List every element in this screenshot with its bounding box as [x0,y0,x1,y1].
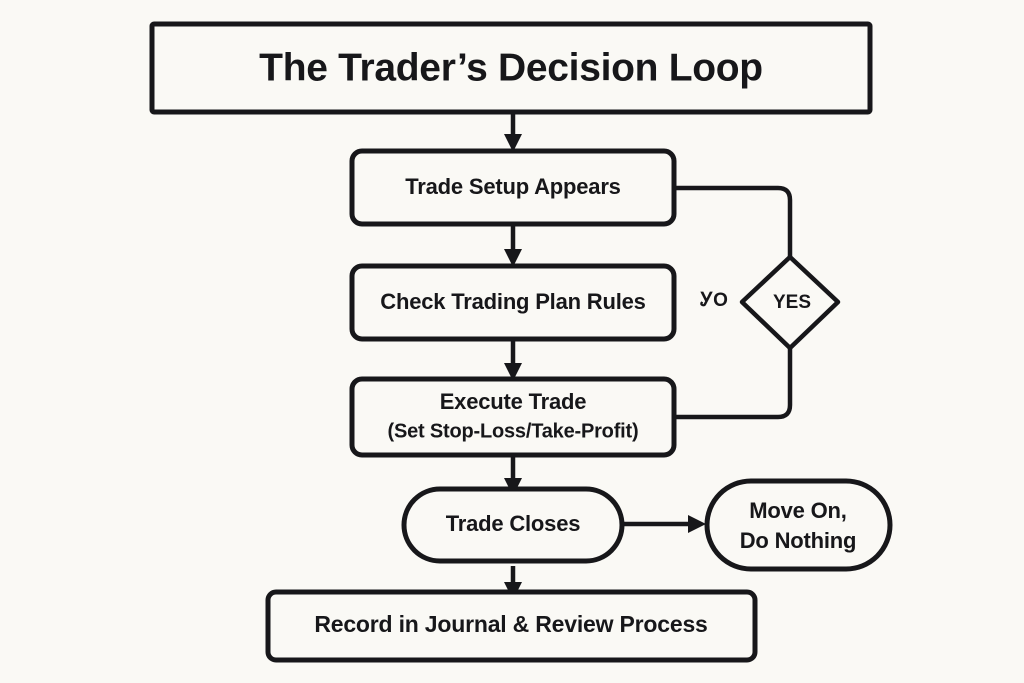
node-record-journal[interactable]: Record in Journal & Review Process [265,589,758,663]
node-decision-yes[interactable]: YES [739,254,841,351]
page-title: The Trader’s Decision Loop [259,46,763,89]
connector-layer [504,112,793,600]
edge-label-no: ᎩO [700,290,728,311]
node-trade-closes-label: Trade Closes [446,511,581,536]
title-box-shape [149,21,873,115]
arrowhead-closes-to-moveon [688,515,706,533]
arrowhead-check-to-execute [504,363,522,381]
arrowhead-setup-to-check [504,249,522,267]
node-check-rules-label: Check Trading Plan Rules [380,289,645,314]
node-trade-closes-shape[interactable] [401,486,625,564]
connector-decision-to-execute [674,348,793,420]
node-decision-yes-shape[interactable] [739,254,841,351]
node-execute-trade-sublabel: (Set Stop-Loss/Take-Profit) [388,420,639,442]
title-box: The Trader’s Decision Loop [149,21,873,115]
node-record-journal-shape[interactable] [265,589,758,663]
connector-setup-to-decision [674,185,793,257]
node-trade-setup-shape[interactable] [349,148,677,227]
node-trade-setup-label: Trade Setup Appears [405,174,620,199]
node-execute-trade[interactable]: Execute Trade (Set Stop-Loss/Take-Profit… [349,376,677,458]
edge-label-no-text: ᎩO [700,290,728,311]
node-execute-trade-shape[interactable] [349,376,677,458]
node-move-on-label-line1: Move On, [749,498,846,523]
arrowhead-title-to-setup [504,134,522,152]
node-trade-setup[interactable]: Trade Setup Appears [349,148,677,227]
node-move-on[interactable]: Move On, Do Nothing [704,478,893,572]
node-trade-closes[interactable]: Trade Closes [401,486,625,564]
node-decision-yes-label: YES [773,292,811,313]
node-record-journal-label: Record in Journal & Review Process [314,611,707,637]
node-check-rules-shape[interactable] [349,263,677,342]
node-move-on-label-line2: Do Nothing [740,528,857,553]
node-execute-trade-label: Execute Trade [440,389,587,414]
node-check-rules[interactable]: Check Trading Plan Rules [349,263,677,342]
node-move-on-shape[interactable] [704,478,893,572]
